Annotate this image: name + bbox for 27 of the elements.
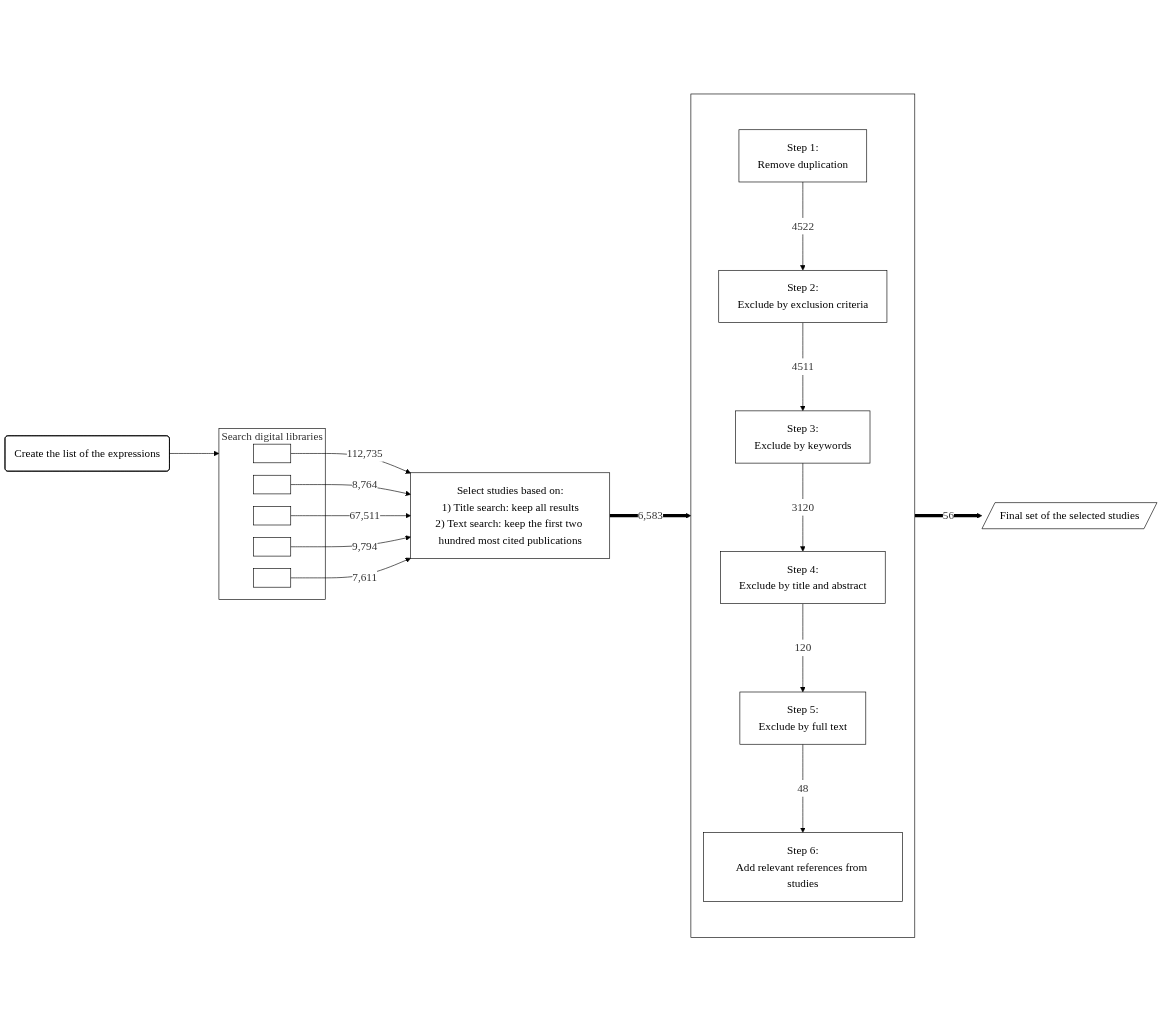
edge-label: 112,735 <box>346 446 383 460</box>
edge-label: 48 <box>797 781 809 795</box>
edge-label: 7,611 <box>352 571 378 584</box>
node-box <box>253 474 292 495</box>
node-box: Step 1: Remove duplication <box>738 129 868 183</box>
edge-label: 120 <box>794 641 812 654</box>
edge-label: 4522 <box>791 219 815 232</box>
node-box: Step 6: Add relevant references from studies <box>703 832 903 902</box>
edge-label: 9,794 <box>352 540 378 553</box>
node-box <box>253 443 292 463</box>
node-box: Step 3: Exclude by keywords <box>735 410 871 464</box>
node-box: Select studies based on: 1) Title search: keep all results 2) Text search: keep the first two hundred most cited publications <box>410 472 611 559</box>
edge-label: 3120 <box>791 500 815 514</box>
node-box: Step 2: Exclude by exclusion criteria <box>718 269 888 323</box>
node-box: Step 5: Exclude by full text <box>739 691 867 745</box>
cluster <box>690 93 916 938</box>
node-box: Step 4: Exclude by title and abstract <box>720 550 886 604</box>
node-box <box>253 536 292 557</box>
edge-label: 4511 <box>791 360 814 373</box>
edge-label: 56 <box>942 508 954 522</box>
edge-label: 67,511 <box>349 508 380 522</box>
node-box <box>253 568 292 588</box>
cluster: Search digital libraries <box>218 428 326 600</box>
node-box <box>253 505 292 526</box>
arrow <box>914 512 983 519</box>
edge-label: 6,583 <box>637 508 663 522</box>
edge-label: 8,764 <box>352 477 378 491</box>
